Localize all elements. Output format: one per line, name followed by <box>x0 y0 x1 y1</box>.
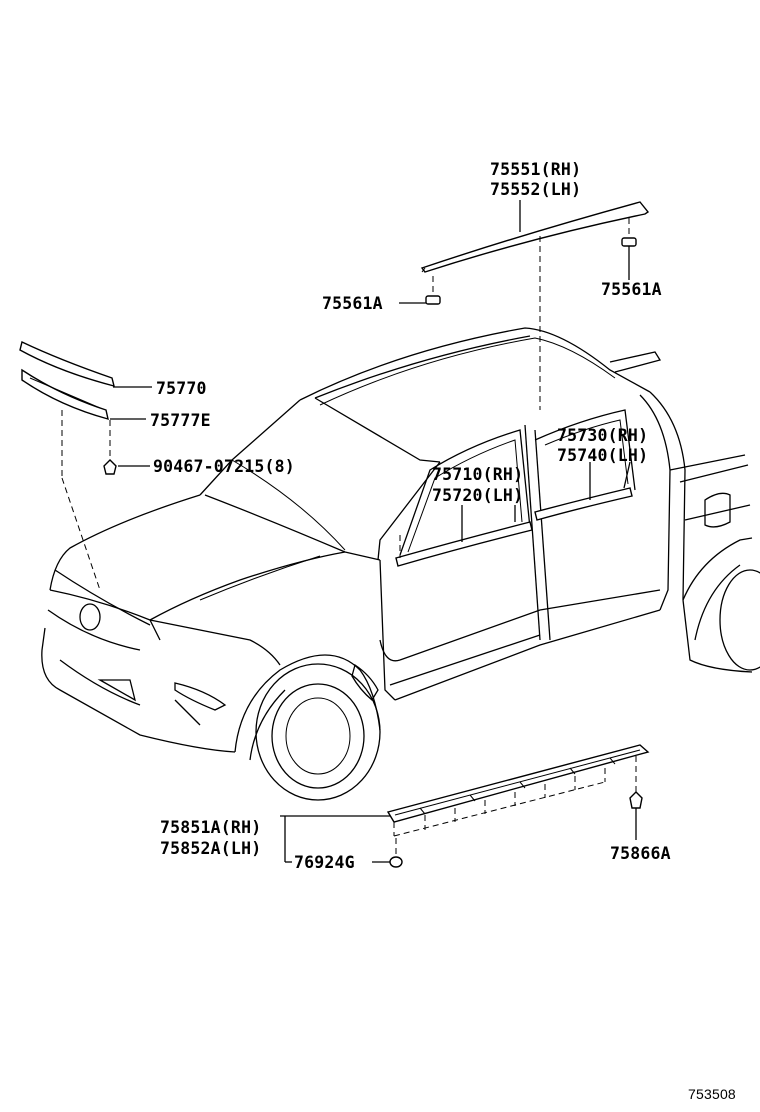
label-75730[interactable]: 75730(RH) <box>557 426 649 445</box>
label-75777e[interactable]: 75777E <box>150 411 211 430</box>
hood-molding-base-part[interactable] <box>21 368 109 420</box>
rocker-end-clip-part[interactable] <box>629 791 643 809</box>
label-75851a[interactable]: 75851A(RH) <box>160 818 262 837</box>
label-75710[interactable]: 75710(RH) <box>432 465 524 484</box>
label-75852a[interactable]: 75852A(LH) <box>160 839 262 858</box>
front-door-belt-molding-part[interactable] <box>395 521 533 567</box>
label-90467[interactable]: 90467-07215(8) <box>153 457 295 476</box>
rear-door-belt-molding-part[interactable] <box>534 487 633 521</box>
label-76924g[interactable]: 76924G <box>294 853 355 872</box>
roof-clip-left[interactable] <box>425 295 441 305</box>
label-75551[interactable]: 75551(RH) <box>490 160 582 179</box>
hood-clip-part[interactable] <box>103 459 117 475</box>
diagram-reference-number: 753508 <box>688 1086 736 1102</box>
rocker-molding-part[interactable] <box>386 744 650 823</box>
truck-body-outline <box>41 327 760 801</box>
label-75552[interactable]: 75552(LH) <box>490 180 582 199</box>
rocker-clip-part[interactable] <box>389 856 403 868</box>
roof-clip-right[interactable] <box>621 237 637 247</box>
label-75720[interactable]: 75720(LH) <box>432 486 524 505</box>
roof-molding-part[interactable] <box>420 201 650 273</box>
label-75866a[interactable]: 75866A <box>610 844 671 863</box>
label-75740[interactable]: 75740(LH) <box>557 446 649 465</box>
label-75561a-left[interactable]: 75561A <box>322 294 383 313</box>
label-75561a-right[interactable]: 75561A <box>601 280 662 299</box>
hood-molding-part[interactable] <box>19 341 115 387</box>
label-75770[interactable]: 75770 <box>156 379 207 398</box>
